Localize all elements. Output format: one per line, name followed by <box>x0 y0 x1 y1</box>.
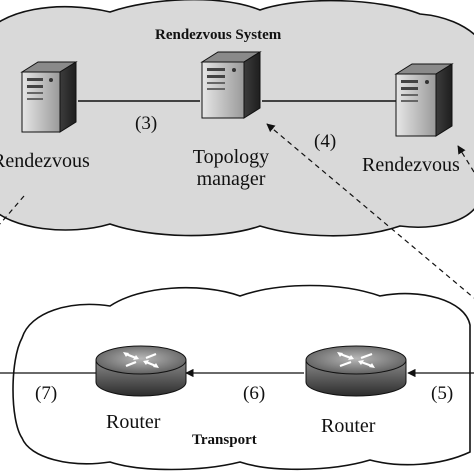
transport-cloud <box>12 284 471 471</box>
dashed-link-left-rendezvous-down <box>0 195 25 225</box>
right-router-label: Router <box>321 415 376 437</box>
right-router-icon <box>305 345 407 397</box>
link-label-3: (3) <box>135 113 158 134</box>
topology-manager-label: Topology manager <box>192 146 270 190</box>
right-rendezvous-server-icon <box>394 63 454 137</box>
dashed-link-topology-manager-to-transport <box>266 123 474 299</box>
right-rendezvous-label: Rendezvous <box>362 154 460 176</box>
link-label-7: (7) <box>35 383 58 404</box>
left-rendezvous-label: Rendezvous <box>0 150 90 172</box>
rendezvous-system-title: Rendezvous System <box>155 27 282 43</box>
link-label-4: (4) <box>314 131 337 152</box>
left-router-label: Router <box>106 411 161 433</box>
link-label-6: (6) <box>243 383 266 404</box>
transport-title: Transport <box>192 432 257 448</box>
link-label-5: (5) <box>431 383 454 404</box>
left-rendezvous-server-icon <box>20 61 78 133</box>
left-router-icon <box>95 345 187 397</box>
topology-manager-server-icon <box>200 51 262 119</box>
